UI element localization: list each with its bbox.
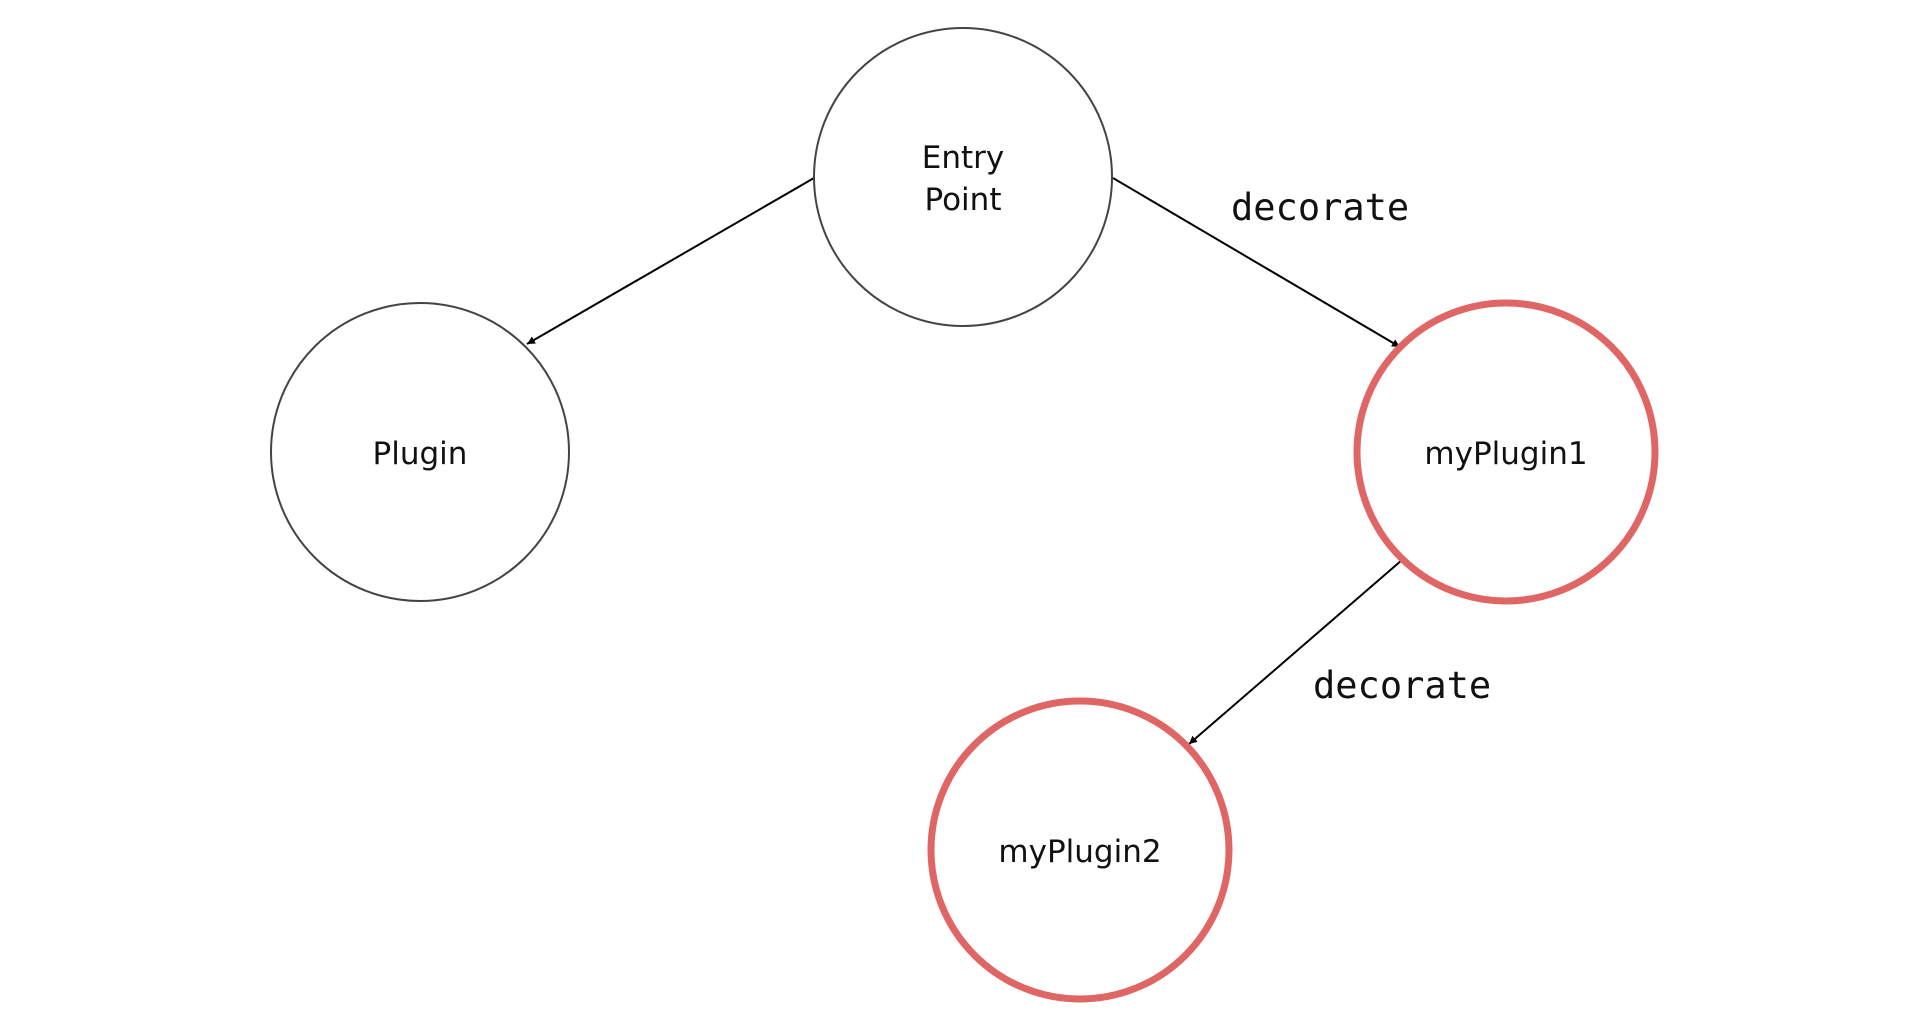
edge-entry-to-myplugin1	[1112, 177, 1401, 348]
node-myplugin1-circle	[1353, 299, 1659, 605]
node-myplugin2-label: myPlugin2	[998, 834, 1161, 870]
edge-myplugin1-to-myplugin2	[1188, 559, 1403, 745]
edge-label-decorate-1: decorate	[1231, 186, 1409, 229]
node-myplugin2-circle	[927, 697, 1233, 1003]
node-plugin: Plugin	[270, 302, 570, 602]
node-plugin-label: Plugin	[373, 436, 468, 472]
node-plugin-circle	[270, 302, 570, 602]
node-entry-point-label-line1: Entry	[922, 140, 1004, 176]
node-myplugin1-label: myPlugin1	[1424, 436, 1587, 472]
node-entry-point-label-line2: Point	[925, 182, 1002, 218]
node-entry-point-circle	[813, 27, 1113, 327]
edge-label-decorate-2: decorate	[1313, 664, 1491, 707]
edge-entry-to-plugin	[526, 177, 815, 345]
node-myplugin1: myPlugin1	[1353, 299, 1659, 605]
node-myplugin2: myPlugin2	[927, 697, 1233, 1003]
node-entry-point: Entry Point	[813, 27, 1113, 327]
